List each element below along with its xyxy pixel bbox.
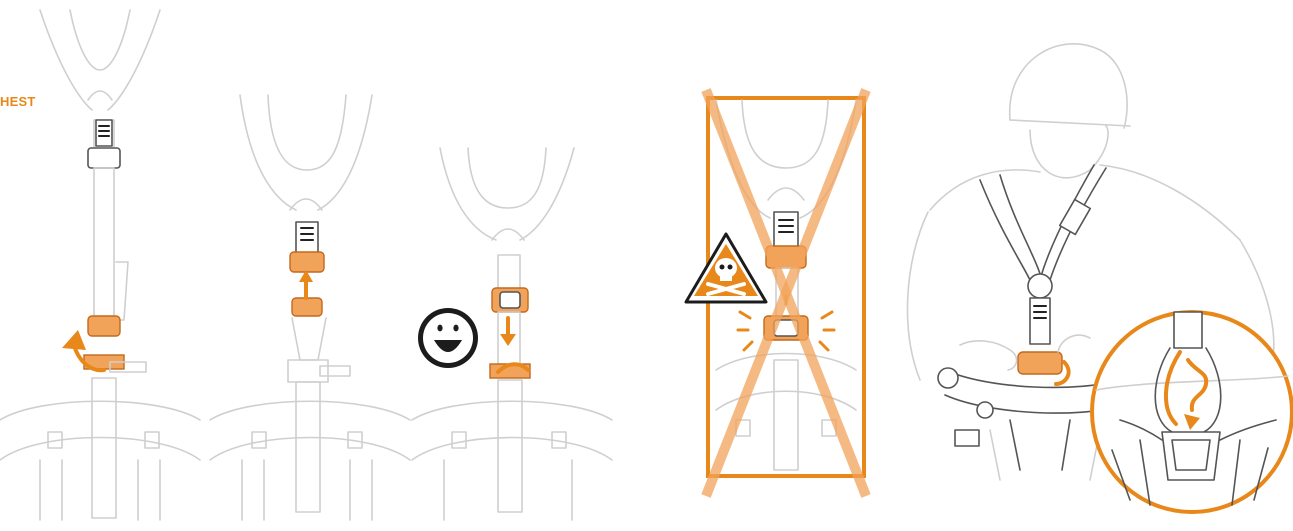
magnified-detail-circle <box>1090 310 1293 514</box>
chest-label: HEST <box>0 94 36 109</box>
panel-step-3 <box>411 147 613 521</box>
panel-step-2 <box>209 94 411 521</box>
danger-skull-icon <box>684 232 768 304</box>
panel-incorrect-method <box>684 88 871 498</box>
smiley-face-icon <box>418 308 478 368</box>
panel-fitted-harness <box>906 43 1293 514</box>
panel-step-1 <box>0 9 201 521</box>
